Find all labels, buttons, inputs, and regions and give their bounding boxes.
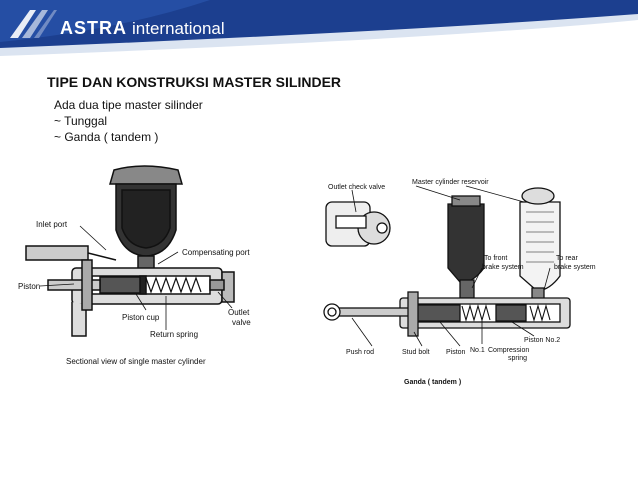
tandem-master-cylinder-diagram: Outlet check valve Master cylinder reser… xyxy=(323,179,596,386)
caption-tandem: Ganda ( tandem ) xyxy=(404,379,461,386)
single-master-cylinder-diagram: Inlet port Compensating port Piston Outl… xyxy=(18,165,251,366)
label-to-front-1: To front xyxy=(484,255,507,262)
astra-logo-icon xyxy=(10,10,57,38)
label-no1: No.1 xyxy=(470,347,485,354)
bullet-list: Ada dua tipe master silinder ~ Tunggal ~… xyxy=(54,97,203,145)
label-to-rear-2: brake system xyxy=(554,264,596,271)
bullet-tunggal: ~ Tunggal xyxy=(54,114,108,128)
label-outlet-check-valve: Outlet check valve xyxy=(328,184,385,191)
label-to-front-2: brake system xyxy=(482,264,524,271)
page-title: TIPE DAN KONSTRUKSI MASTER SILINDER xyxy=(47,74,342,90)
label-piston-cup: Piston cup xyxy=(122,313,160,322)
brand-logo: ASTRA international xyxy=(60,18,225,39)
label-stud-bolt: Stud bolt xyxy=(402,349,430,356)
caption-single: Sectional view of single master cylinder xyxy=(66,357,206,366)
label-piston-tandem: Piston xyxy=(446,349,466,356)
label-piston-no2: Piston No.2 xyxy=(524,337,560,344)
label-push-rod: Push rod xyxy=(346,349,374,356)
brand-bold: ASTRA xyxy=(60,18,127,38)
brand-rest: international xyxy=(132,19,225,38)
bullet-ganda: ~ Ganda ( tandem ) xyxy=(54,130,159,144)
label-return-spring: Return spring xyxy=(150,330,198,339)
label-outlet-valve-1: Outlet xyxy=(228,308,250,317)
label-piston: Piston xyxy=(18,282,40,291)
label-compression-1: Compression xyxy=(488,347,529,354)
label-outlet-valve-2: valve xyxy=(232,318,251,327)
label-compression-2: spring xyxy=(508,355,527,362)
bullet-intro: Ada dua tipe master silinder xyxy=(54,98,203,112)
label-compensating-port: Compensating port xyxy=(182,248,250,257)
header-band xyxy=(0,0,638,62)
label-reservoir: Master cylinder reservoir xyxy=(412,179,489,186)
label-to-rear-1: To rear xyxy=(556,255,578,262)
label-inlet-port: Inlet port xyxy=(36,220,68,229)
